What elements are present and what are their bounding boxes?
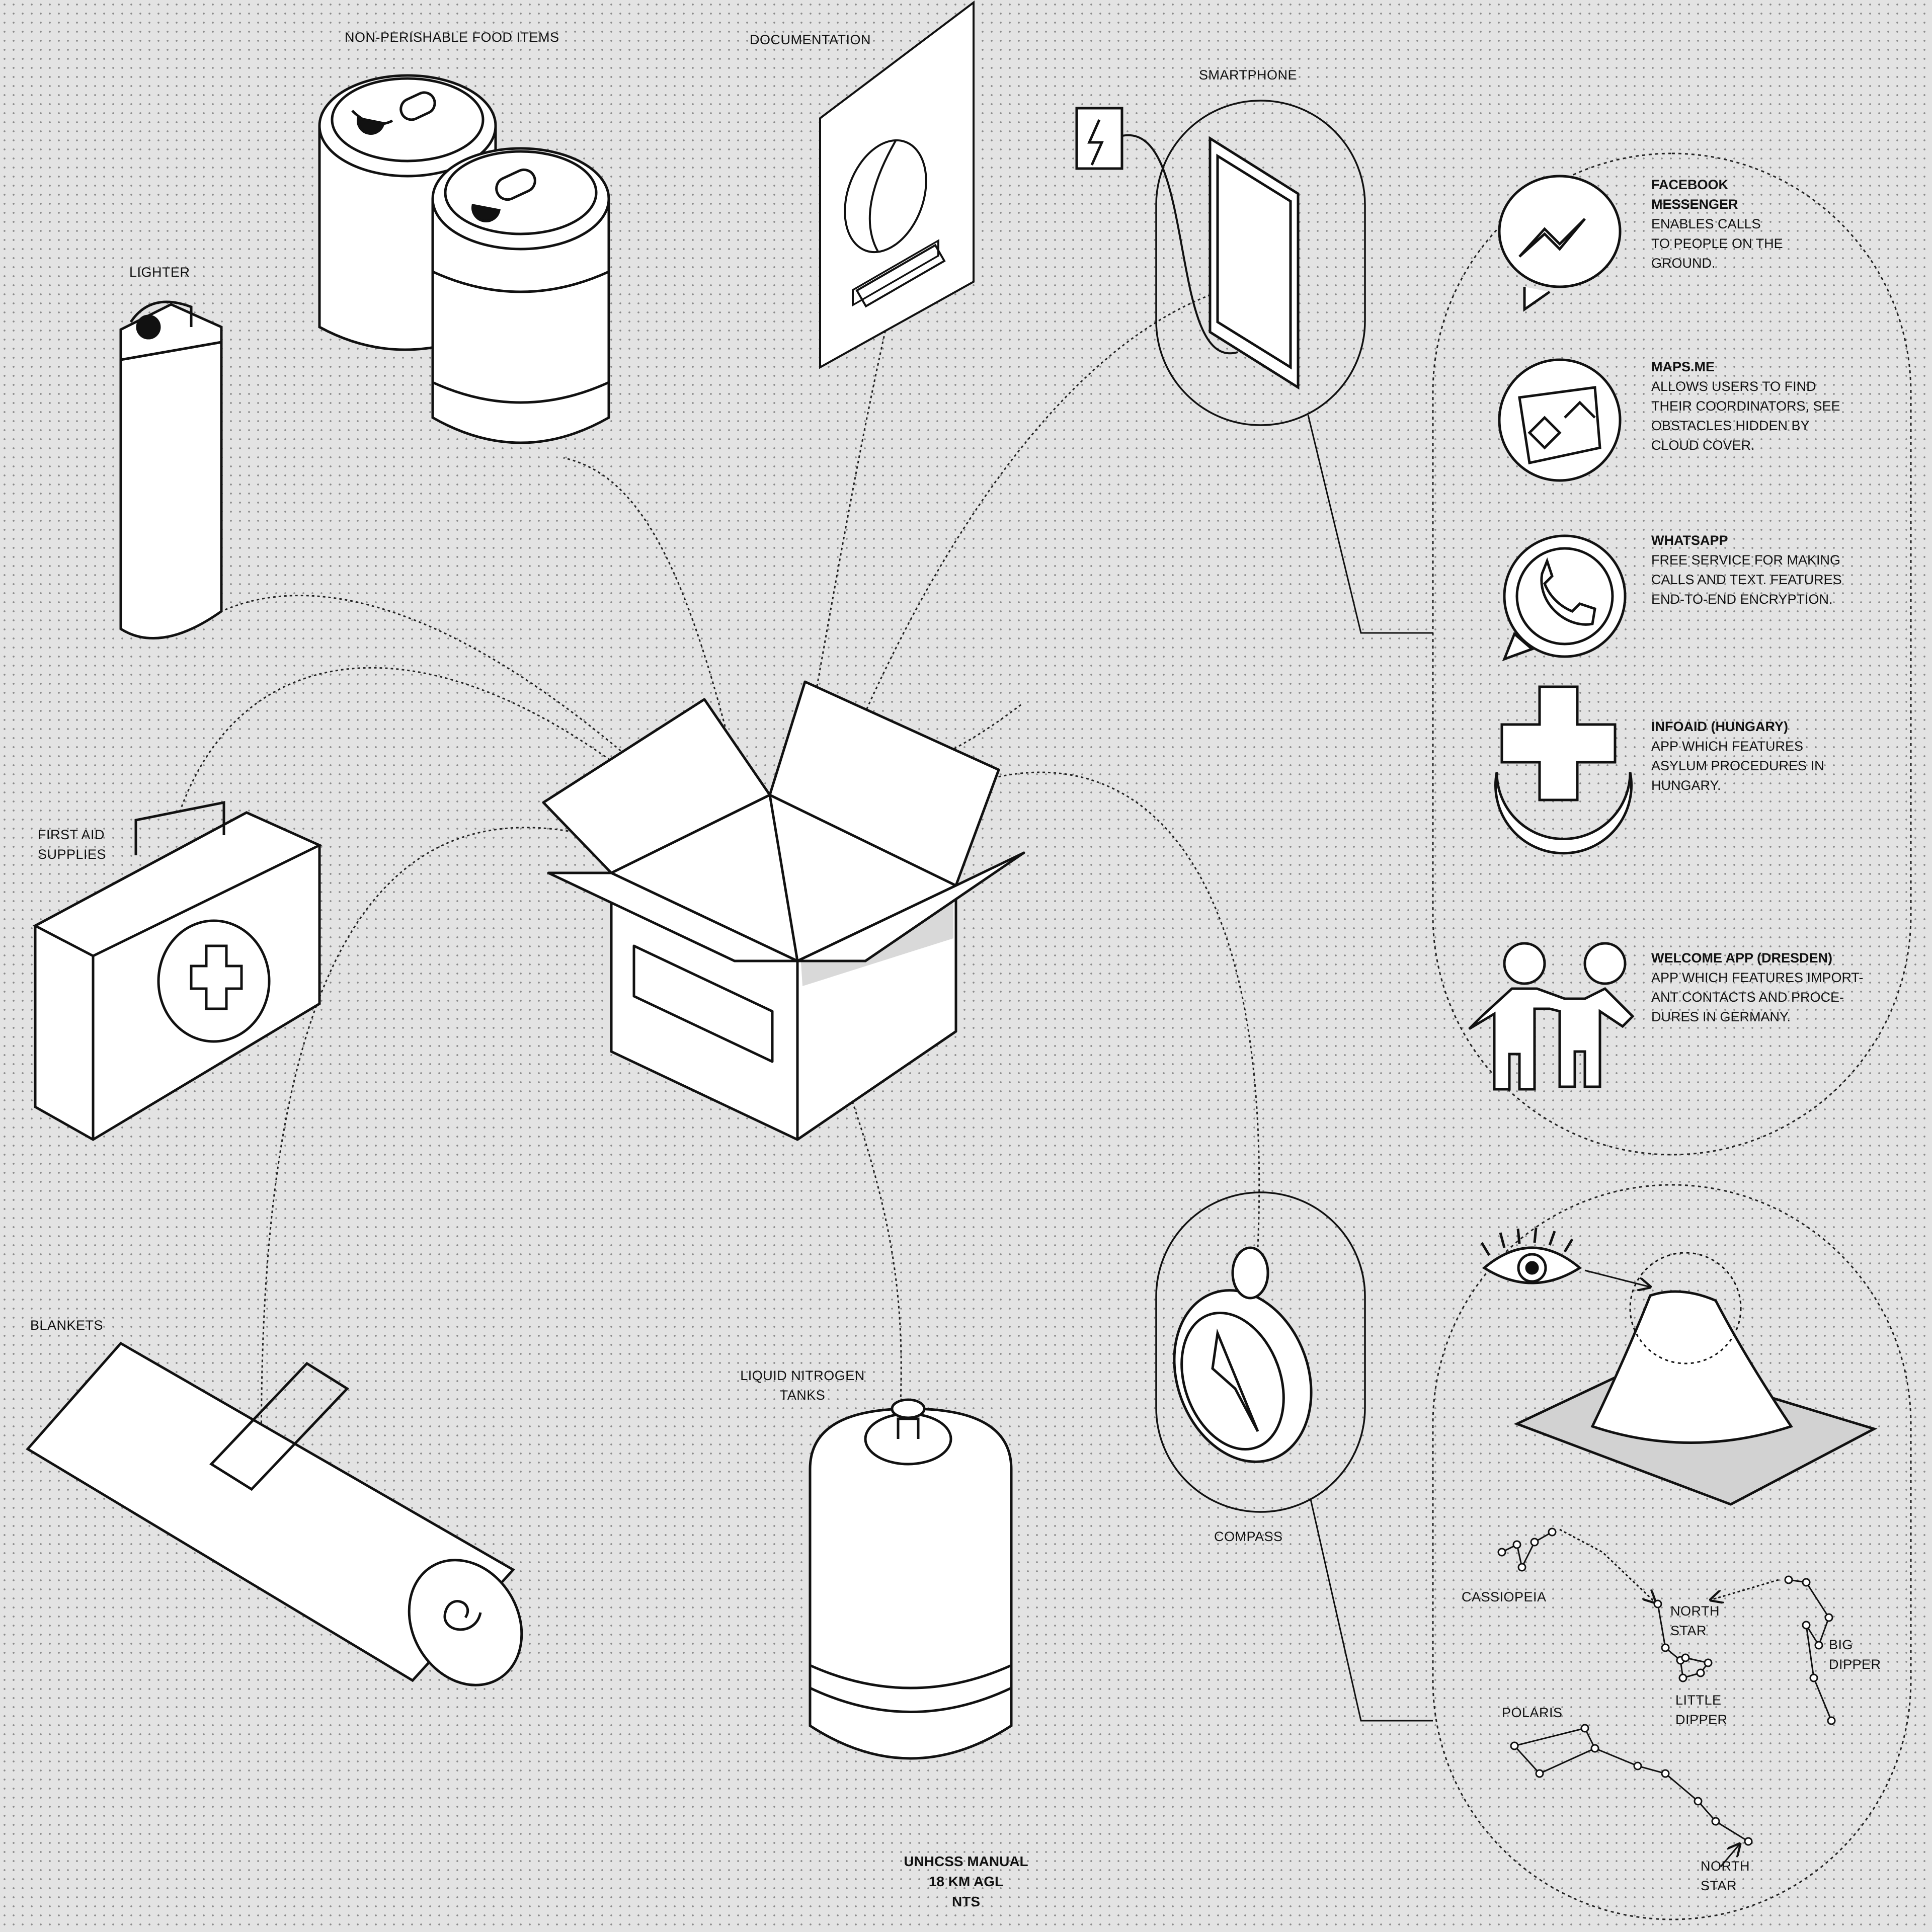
compass-illustration <box>1173 1246 1313 1463</box>
label-documentation: DOCUMENTATION <box>750 32 871 47</box>
people-icon <box>1468 942 1635 1091</box>
label-first-aid: FIRST AID SUPPLIES <box>38 825 106 864</box>
label-north-star-2-line2: STAR <box>1701 1878 1737 1893</box>
food-cans-illustration <box>318 74 610 444</box>
label-little-dipper-line2: DIPPER <box>1675 1712 1728 1727</box>
blanket-roll-illustration <box>26 1341 523 1686</box>
dashed-frames <box>1432 152 1912 1920</box>
app-description-line: ENABLES CALLS <box>1651 216 1761 231</box>
app-welcome: WELCOME APP (DRESDEN) APP WHICH FEATURES… <box>1651 948 1883 1027</box>
app-description-line: APP WHICH FEATURES <box>1651 739 1804 754</box>
label-little-dipper-line1: LITTLE <box>1675 1693 1722 1708</box>
messenger-icon <box>1498 175 1622 312</box>
eye-icon <box>1480 1227 1582 1284</box>
connector-food <box>563 457 771 921</box>
app-description-line: OBSTACLES HIDDEN BY <box>1651 418 1810 433</box>
app-name-line: MESSENGER <box>1651 197 1738 212</box>
manual-footnote: UNHCSS MANUAL 18 KM AGL NTS <box>865 1852 1067 1912</box>
red-cross-crescent-icon <box>1494 685 1633 855</box>
navigation-frame <box>1432 1184 1912 1920</box>
leader-lines <box>1307 415 1433 1722</box>
label-first-aid-line2: SUPPLIES <box>38 847 107 862</box>
label-nitrogen-line1: LIQUID NITROGEN <box>740 1368 865 1383</box>
label-food: NON-PERISHABLE FOOD ITEMS <box>345 30 559 45</box>
label-first-aid-line1: FIRST AID <box>38 827 105 842</box>
label-polaris: POLARIS <box>1502 1705 1563 1720</box>
app-name-line: FACEBOOK <box>1651 177 1729 192</box>
app-facebook-messenger: FACEBOOK MESSENGER ENABLES CALLS TO PEOP… <box>1651 175 1883 273</box>
connector-firstaid <box>178 667 786 921</box>
smartphone-pill <box>1155 100 1366 426</box>
supply-box-illustration <box>542 680 1025 1141</box>
passport-illustration <box>819 0 975 369</box>
label-cassiopeia: CASSIOPEIA <box>1462 1589 1547 1604</box>
app-name-line: WHATSAPP <box>1651 533 1728 548</box>
label-big-dipper-line1: BIG <box>1829 1637 1854 1652</box>
app-name-line: INFOAID (HUNGARY) <box>1651 719 1788 734</box>
app-description-line: END-TO-END ENCRYPTION. <box>1651 592 1833 607</box>
label-nitrogen: LIQUID NITROGEN TANKS <box>712 1366 893 1405</box>
app-description-line: GROUND. <box>1651 256 1716 271</box>
label-lighter: LIGHTER <box>129 265 190 280</box>
app-description-line: ASYLUM PROCEDURES IN <box>1651 758 1824 773</box>
label-big-dipper: BIG DIPPER <box>1829 1635 1881 1674</box>
label-smartphone: SMARTPHONE <box>1199 67 1298 83</box>
app-description-line: TO PEOPLE ON THE <box>1651 236 1783 251</box>
footnote-line1: UNHCSS MANUAL <box>904 1854 1028 1869</box>
mountain-illustration <box>1513 1252 1878 1506</box>
app-description-line: THEIR COORDINATORS, SEE <box>1651 398 1840 414</box>
compass-pill <box>1155 1191 1366 1513</box>
app-maps-me: MAPS.ME ALLOWS USERS TO FIND THEIR COORD… <box>1651 357 1883 455</box>
map-icon <box>1498 358 1622 482</box>
app-name-line: WELCOME APP (DRESDEN) <box>1651 950 1833 965</box>
label-big-dipper-line2: DIPPER <box>1829 1657 1881 1672</box>
app-description-line: HUNGARY. <box>1651 778 1721 793</box>
app-name-line: MAPS.ME <box>1651 359 1715 374</box>
app-description-line: APP WHICH FEATURES IMPORT- <box>1651 970 1864 985</box>
lighter-illustration <box>119 300 223 640</box>
footnote-line3: NTS <box>952 1894 980 1909</box>
app-description-line: DURES IN GERMANY. <box>1651 1009 1791 1024</box>
connector-compass <box>784 771 1260 1248</box>
label-north-star-2-line1: NORTH <box>1701 1859 1750 1874</box>
label-little-dipper: LITTLE DIPPER <box>1675 1691 1728 1730</box>
app-description-line: CLOUD COVER. <box>1651 438 1755 453</box>
pill-frames <box>1155 100 1366 1513</box>
passport-strip <box>855 244 946 308</box>
label-north-star-2: NORTH STAR <box>1701 1857 1750 1896</box>
app-description-line: ANT CONTACTS AND PROCE- <box>1651 990 1844 1005</box>
smartphone-illustration <box>1075 107 1300 390</box>
whatsapp-icon <box>1502 534 1627 662</box>
app-infoaid: INFOAID (HUNGARY) APP WHICH FEATURES ASY… <box>1651 717 1883 795</box>
sight-arrow <box>1584 1269 1650 1287</box>
first-aid-kit-illustration <box>32 800 323 1141</box>
app-description-line: ALLOWS USERS TO FIND <box>1651 379 1816 394</box>
label-compass: COMPASS <box>1214 1529 1283 1544</box>
app-description-line: FREE SERVICE FOR MAKING <box>1651 552 1841 568</box>
apps-frame <box>1432 152 1912 1156</box>
footnote-line2: 18 KM AGL <box>928 1874 1004 1889</box>
constellation-diagram <box>1497 1527 1836 1867</box>
label-nitrogen-line2: TANKS <box>779 1388 826 1403</box>
app-description-line: CALLS AND TEXT. FEATURES <box>1651 572 1842 587</box>
nitrogen-tank-illustration <box>809 1398 1013 1760</box>
app-whatsapp: WHATSAPP FREE SERVICE FOR MAKING CALLS A… <box>1651 531 1883 609</box>
label-north-star-1: NORTH STAR <box>1670 1601 1720 1641</box>
label-blankets: BLANKETS <box>30 1318 104 1333</box>
label-north-star-1-line1: NORTH <box>1670 1603 1720 1619</box>
label-north-star-1-line2: STAR <box>1670 1623 1707 1638</box>
